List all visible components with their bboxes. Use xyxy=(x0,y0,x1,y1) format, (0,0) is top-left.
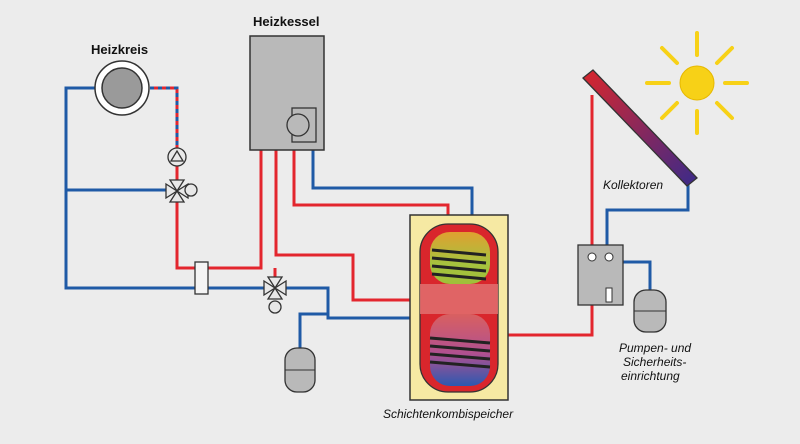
expansion-vessel-left xyxy=(284,347,316,393)
solar-collector xyxy=(582,69,698,187)
heizkreis-radiator xyxy=(94,60,150,116)
mixing-valve-lower-icon xyxy=(263,276,287,314)
label-heizkreis: Heizkreis xyxy=(91,42,149,57)
label-pumpen-line1: Pumpen- und xyxy=(619,341,692,355)
hot-pipes xyxy=(175,95,594,337)
heizkreis-pump-icon xyxy=(167,147,187,167)
label-pumpen-line2: Sicherheits- xyxy=(623,355,687,369)
label-speicher: Schichtenkombispeicher xyxy=(383,407,514,421)
hydraulic-separator xyxy=(194,261,209,295)
solar-return-pipe xyxy=(605,182,690,254)
cold-pipes xyxy=(64,86,690,375)
boiler-flow-pipe-2 xyxy=(274,150,430,302)
label-kollektoren: Kollektoren xyxy=(603,178,664,192)
pump-safety-station xyxy=(577,244,624,306)
solar-flow-pipe xyxy=(470,95,594,337)
heizkessel-boiler xyxy=(249,35,325,151)
schichtenkombispeicher-tank xyxy=(409,214,509,401)
sun-icon xyxy=(645,31,749,135)
label-pumpen-line3: einrichtung xyxy=(621,369,680,383)
boiler-flow-pipe-1 xyxy=(207,150,263,270)
heizkreis-return-pipe xyxy=(64,86,197,290)
heizkreis-supply-pipe xyxy=(150,86,179,150)
expansion-vessel-left-pipe xyxy=(298,312,328,348)
mixing-valve-upper-icon xyxy=(165,179,198,203)
label-heizkessel: Heizkessel xyxy=(253,14,320,29)
expansion-vessel-right xyxy=(633,289,667,333)
